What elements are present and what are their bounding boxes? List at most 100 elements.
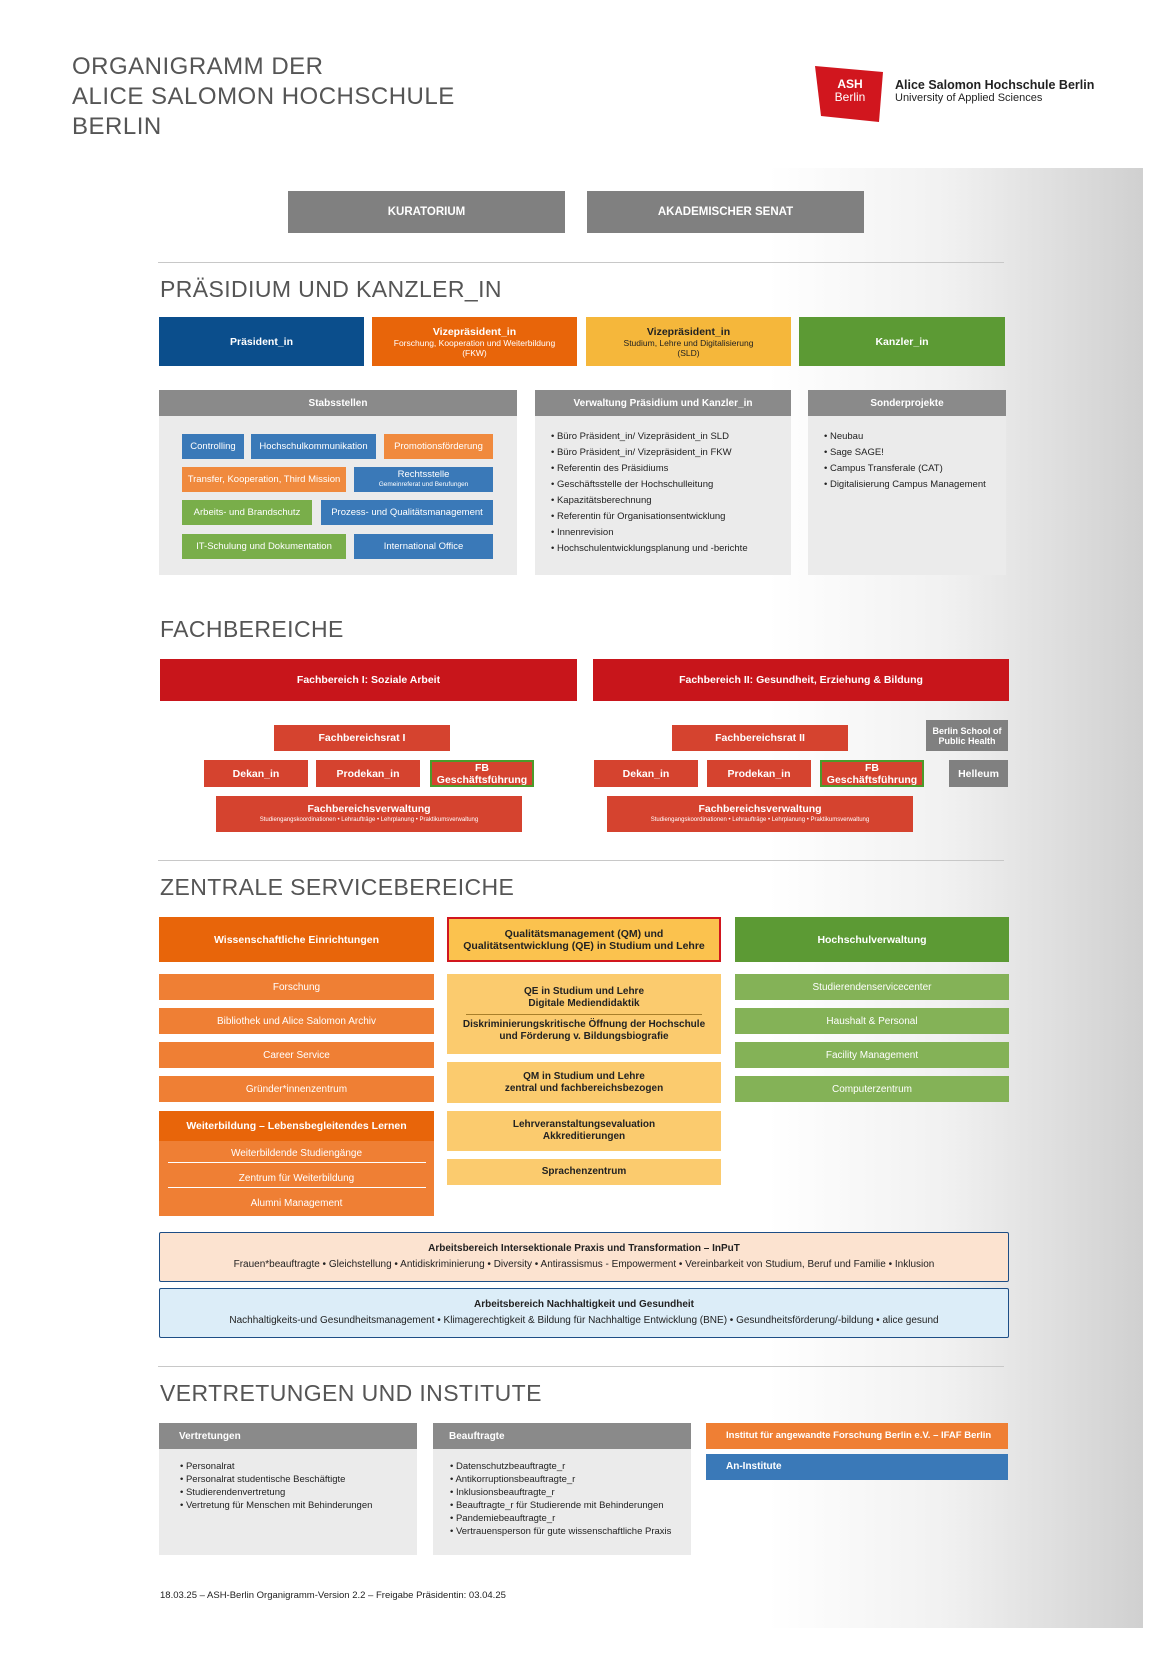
list-item: • Studierendenvertretung xyxy=(180,1487,286,1498)
list-item: • Antikorruptionsbeauftragte_r xyxy=(450,1474,576,1485)
chip-arbeitsschutz: Arbeits- und Brandschutz xyxy=(182,500,312,525)
qe-label-1: QE in Studium und Lehre xyxy=(524,985,644,997)
list-item: • Beauftragte_r für Studierende mit Behi… xyxy=(450,1500,664,1511)
rechtsstelle-sub: Gemeinreferat und Berufungen xyxy=(378,480,469,488)
verwaltung-head: Verwaltung Präsidium und Kanzler_in xyxy=(535,390,791,416)
list-item: • Personalrat xyxy=(180,1461,235,1472)
nachhaltigkeit-box: Arbeitsbereich Nachhaltigkeit und Gesund… xyxy=(159,1288,1009,1338)
list-item: • Inklusionsbeauftragte_r xyxy=(450,1487,555,1498)
vp-fkw-abbr: (FKW) xyxy=(462,347,487,358)
vertretungen-head: Vertretungen xyxy=(159,1423,417,1449)
hv-item: Facility Management xyxy=(735,1042,1009,1068)
list-item: • Referentin für Organisationsentwicklun… xyxy=(551,511,726,522)
fb2-rat: Fachbereichsrat II xyxy=(672,725,848,751)
stabsstellen-head: Stabsstellen xyxy=(159,390,517,416)
lv-block: Lehrveranstaltungsevaluation Akkreditier… xyxy=(447,1111,721,1151)
weiterbildung-head: Weiterbildung – Lebensbegleitendes Lerne… xyxy=(159,1111,434,1141)
hv-item: Studierendenservicecenter xyxy=(735,974,1009,1000)
vp-sld-abbr: (SLD) xyxy=(677,347,700,358)
title-line-2: ALICE SALOMON HOCHSCHULE xyxy=(72,83,455,110)
list-item: • Büro Präsident_in/ Vizepräsident_in FK… xyxy=(551,447,732,458)
senat-box: AKADEMISCHER SENAT xyxy=(587,191,864,233)
chip-controlling: Controlling xyxy=(182,434,244,459)
qm-label-1: QM in Studium und Lehre xyxy=(523,1070,645,1082)
list-item: • Sage SAGE! xyxy=(824,447,884,458)
weiter-item: Weiterbildende Studiengänge xyxy=(167,1148,426,1163)
weiter-item: Zentrum für Weiterbildung xyxy=(167,1173,426,1188)
bsph-box: Berlin School of Public Health xyxy=(926,720,1008,751)
kanzler-box: Kanzler_in xyxy=(799,317,1005,366)
sonderprojekte-list: • Neubau • Sage SAGE! • Campus Transfera… xyxy=(824,429,1004,493)
list-item: • Vertrauensperson für gute wissenschaft… xyxy=(450,1526,672,1537)
helleum-box: Helleum xyxy=(949,760,1008,787)
section-heading-service: ZENTRALE SERVICEBEREICHE xyxy=(160,874,515,900)
org-subtitle: University of Applied Sciences xyxy=(895,92,1043,104)
chip-transfer: Transfer, Kooperation, Third Mission xyxy=(182,467,346,492)
fb2-verwaltung: Fachbereichsverwaltung Studiengangskoord… xyxy=(607,796,913,832)
qe-label-2: Digitale Mediendidaktik xyxy=(528,997,640,1009)
inpu-head: Arbeitsbereich Intersektionale Praxis un… xyxy=(428,1243,740,1254)
praesident-label: Präsident_in xyxy=(229,335,294,348)
chip-international-office: International Office xyxy=(354,534,493,559)
qm-qe-head: Qualitätsmanagement (QM) und Qualitätsen… xyxy=(447,917,721,962)
weiterbildung-list: Weiterbildende Studiengänge Zentrum für … xyxy=(159,1141,434,1216)
fb1-verwaltung-label: Fachbereichsverwaltung xyxy=(307,803,431,815)
ash-logo: ASH Berlin xyxy=(815,66,883,122)
hv-item: Computerzentrum xyxy=(735,1076,1009,1102)
wiss-item-forschung: Forschung xyxy=(159,974,434,1000)
lv-label-2: Akkreditierungen xyxy=(542,1131,626,1142)
list-item: • Campus Transferale (CAT) xyxy=(824,463,943,474)
divider xyxy=(158,262,1004,263)
qe-block: QE in Studium und Lehre Digitale Mediend… xyxy=(447,974,721,1054)
fb2-geschaeftsfuehrung: FB Geschäftsführung xyxy=(820,760,924,787)
logo-text-2: Berlin xyxy=(834,90,866,104)
rechtsstelle-label: Rechtsstelle xyxy=(397,468,450,480)
vp-sld-sub: Studium, Lehre und Digitalisierung xyxy=(623,337,754,348)
inpu-line: Frauen*beauftragte • Gleichstellung • An… xyxy=(233,1259,935,1270)
an-institute-box: An-Institute xyxy=(706,1454,1008,1480)
fb1-box: Fachbereich I: Soziale Arbeit xyxy=(160,659,577,701)
beauftragte-list: • Datenschutzbeauftragte_r • Antikorrupt… xyxy=(450,1460,685,1538)
list-item: • Datenschutzbeauftragte_r xyxy=(450,1461,566,1472)
chip-prozessmanagement: Prozess- und Qualitätsmanagement xyxy=(321,500,493,525)
qm-block: QM in Studium und Lehre zentral und fach… xyxy=(447,1062,721,1103)
fb2-verwaltung-label: Fachbereichsverwaltung xyxy=(698,803,822,815)
sonderprojekte-panel xyxy=(808,390,1006,575)
nachhaltigkeit-line: Nachhaltigkeits-und Gesundheitsmanagemen… xyxy=(229,1315,939,1326)
wiss-item-gruender: Gründer*innenzentrum xyxy=(159,1076,434,1102)
list-item: • Pandemiebeauftragte_r xyxy=(450,1513,556,1524)
wiss-item-bibliothek: Bibliothek und Alice Salomon Archiv xyxy=(159,1008,434,1034)
weiter-item: Alumni Management xyxy=(250,1198,343,1209)
fb1-rat: Fachbereichsrat I xyxy=(274,725,450,751)
vp-fkw-box: Vizepräsident_in Forschung, Kooperation … xyxy=(372,317,577,366)
ifaf-box: Institut für angewandte Forschung Berlin… xyxy=(706,1423,1008,1449)
sonderprojekte-head: Sonderprojekte xyxy=(808,390,1006,416)
qe-label-3: Diskriminierungskritische Öffnung der Ho… xyxy=(462,1018,706,1030)
verwaltung-panel xyxy=(535,390,791,575)
list-item: • Kapazitätsberechnung xyxy=(551,495,652,506)
fb1-verwaltung-sub: Studiengangskoordinationen • Lehraufträg… xyxy=(259,817,479,823)
fb2-dekan: Dekan_in xyxy=(594,760,698,787)
qe-label-4: und Förderung v. Bildungsbiografie xyxy=(499,1030,669,1042)
qm-label-2: zentral und fachbereichsbezogen xyxy=(504,1082,664,1094)
list-item: • Hochschulentwicklungsplanung und -beri… xyxy=(551,543,748,554)
chip-hochschulkommunikation: Hochschulkommunikation xyxy=(251,434,376,459)
list-item: • Referentin des Präsidiums xyxy=(551,463,669,474)
fb2-prodekan: Prodekan_in xyxy=(707,760,811,787)
fb1-dekan: Dekan_in xyxy=(204,760,308,787)
praesident-box: Präsident_in xyxy=(159,317,364,366)
section-heading-praesidium: PRÄSIDIUM UND KANZLER_IN xyxy=(160,276,502,302)
org-name: Alice Salomon Hochschule Berlin xyxy=(895,78,1095,92)
lv-label-1: Lehrveranstaltungsevaluation xyxy=(512,1119,656,1130)
vp-fkw-label: Vizepräsident_in xyxy=(432,325,517,338)
fb2-box: Fachbereich II: Gesundheit, Erziehung & … xyxy=(593,659,1009,701)
footer-version: 18.03.25 – ASH-Berlin Organigramm-Versio… xyxy=(160,1590,506,1601)
divider xyxy=(158,1366,1004,1367)
hv-item: Haushalt & Personal xyxy=(735,1008,1009,1034)
list-item: • Vertretung für Menschen mit Behinderun… xyxy=(180,1500,373,1511)
chip-rechtsstelle: Rechtsstelle Gemeinreferat und Berufunge… xyxy=(354,467,493,492)
list-item: • Personalrat studentische Beschäftigte xyxy=(180,1474,346,1485)
fb1-verwaltung: Fachbereichsverwaltung Studiengangskoord… xyxy=(216,796,522,832)
org-name-block: Alice Salomon Hochschule Berlin Universi… xyxy=(895,78,1094,104)
inpu-box: Arbeitsbereich Intersektionale Praxis un… xyxy=(159,1232,1009,1282)
